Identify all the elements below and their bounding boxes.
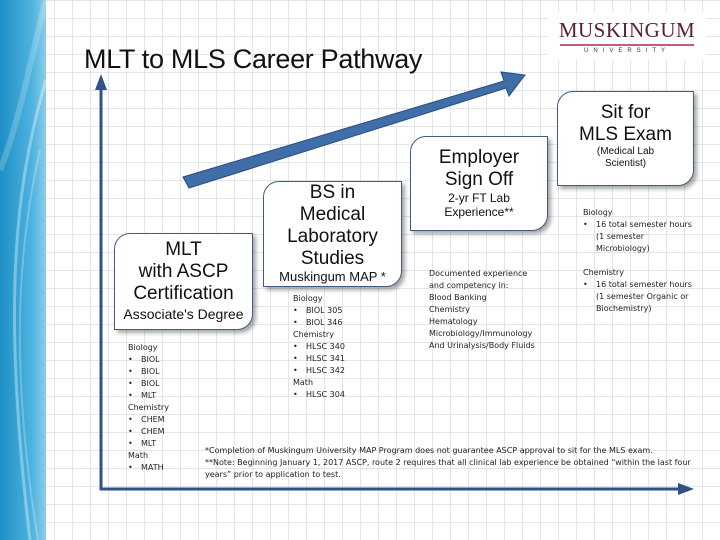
step-employer-box: Employer Sign Off 2-yr FT Lab Experience… <box>410 136 548 231</box>
list-heading: Chemistry <box>583 268 624 277</box>
step-sub: (Medical Lab Scientist) <box>596 146 655 169</box>
list-bullet: BIOL 305 <box>293 305 345 317</box>
muskingum-logo: MUSKINGUM UNIVERSITY <box>548 12 706 60</box>
step-bs-box: BS in Medical Laboratory Studies Musking… <box>263 181 402 287</box>
list-heading <box>583 255 693 267</box>
logo-rule <box>560 44 694 46</box>
decorative-band <box>0 0 46 540</box>
list-bullet: MLT <box>128 390 169 402</box>
list-heading: Chemistry <box>128 403 169 412</box>
step-line: MLT <box>165 239 202 260</box>
list-heading: Documented experience <box>429 269 528 278</box>
step-line: Sign Off <box>444 169 514 190</box>
footnote-route2: **Note: Beginning January 1, 2017 ASCP, … <box>205 458 691 479</box>
mls-requirements: Biology 16 total semester hours (1 semest… <box>583 207 693 315</box>
list-heading: And Urinalysis/Body Fluids <box>429 341 535 350</box>
list-bullet: HLSC 341 <box>293 353 345 365</box>
step-mls-box: Sit for MLS Exam (Medical Lab Scientist) <box>557 91 694 186</box>
logo-name: MUSKINGUM <box>558 18 696 42</box>
footnotes: *Completion of Muskingum University MAP … <box>205 445 705 481</box>
list-bullet: HLSC 304 <box>293 389 345 401</box>
list-bullet: BIOL 346 <box>293 317 345 329</box>
step-sub: 2-yr FT Lab Experience** <box>444 191 514 219</box>
list-bullet: 16 total semester hours (1 semester Micr… <box>583 219 693 255</box>
progress-arrow <box>182 71 526 189</box>
list-heading: Hematology <box>429 317 478 326</box>
list-heading: Chemistry <box>429 305 470 314</box>
step-line: Laboratory <box>287 226 378 247</box>
list-bullet: MLT <box>128 438 169 450</box>
list-bullet: CHEM <box>128 414 169 426</box>
step-sub: Associate's Degree <box>123 306 244 322</box>
mlt-course-list: BiologyBIOLBIOLBIOLMLTChemistryCHEMCHEMM… <box>128 342 169 474</box>
swirl-decoration <box>0 0 46 540</box>
list-heading: and competency in: <box>429 281 509 290</box>
list-heading: Biology <box>583 208 613 217</box>
step-line: with ASCP <box>138 261 229 282</box>
list-bullet: BIOL <box>128 354 169 366</box>
step-line: Employer <box>438 147 520 168</box>
footnote-map: *Completion of Muskingum University MAP … <box>205 446 653 455</box>
step-line: BS in <box>309 182 356 203</box>
employer-requirements: Documented experience and competency in: B… <box>429 268 535 352</box>
step-line: Sit for <box>600 102 651 123</box>
list-heading: Math <box>293 378 314 387</box>
step-mlt-box: MLT with ASCP Certification Associate's … <box>114 233 253 330</box>
step-sub: Muskingum MAP * <box>279 269 386 284</box>
step-line: MLS Exam <box>579 124 672 145</box>
list-heading: Blood Banking <box>429 293 487 302</box>
x-axis-arrowhead <box>678 483 694 495</box>
list-heading: Chemistry <box>293 330 334 339</box>
y-axis-arrowhead <box>95 74 107 90</box>
list-heading: Microbiology/Immunology <box>429 329 533 338</box>
list-heading: Biology <box>128 343 158 352</box>
list-bullet: CHEM <box>128 426 169 438</box>
list-bullet: BIOL <box>128 378 169 390</box>
bs-course-list: BiologyBIOL 305BIOL 346ChemistryHLSC 340… <box>293 293 345 401</box>
step-line: Medical <box>299 204 366 225</box>
list-bullet: 16 total semester hours (1 semester Orga… <box>583 279 693 315</box>
logo-sub: UNIVERSITY <box>583 48 670 54</box>
step-line: Certification <box>133 283 234 304</box>
step-line: Studies <box>300 248 365 269</box>
list-bullet: HLSC 342 <box>293 365 345 377</box>
list-bullet: HLSC 340 <box>293 341 345 353</box>
list-bullet: BIOL <box>128 366 169 378</box>
list-bullet: MATH <box>128 462 169 474</box>
list-heading: Math <box>128 451 149 460</box>
list-heading: Biology <box>293 294 323 303</box>
slide-title: MLT to MLS Career Pathway <box>84 44 423 74</box>
